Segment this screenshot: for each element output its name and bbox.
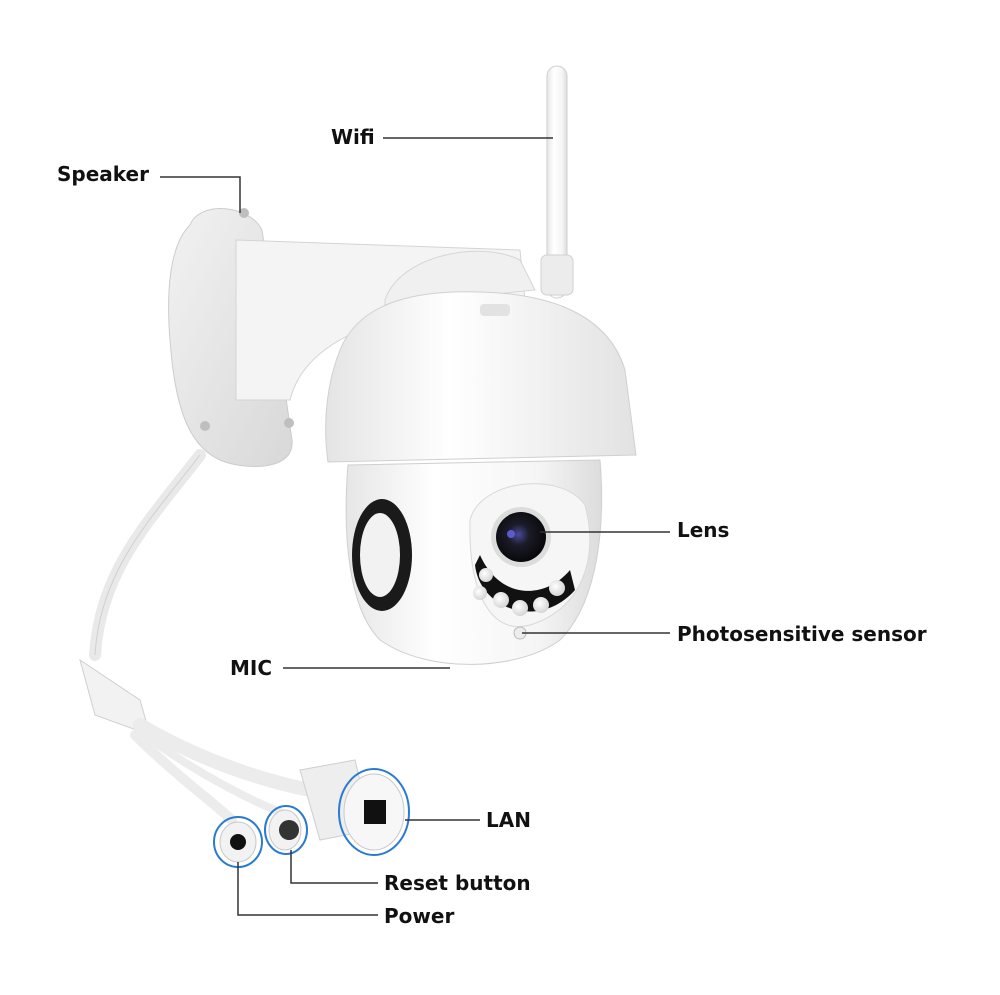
leader-lines [160, 137, 670, 916]
speaker-leader [160, 176, 241, 213]
cable [79, 449, 317, 825]
power-leader [237, 862, 378, 916]
lens-label: Lens [677, 518, 730, 542]
reset-leader [290, 850, 378, 884]
reset-button-label: Reset button [384, 871, 531, 895]
wifi-label: Wifi [331, 125, 375, 149]
lan-port [299, 759, 410, 856]
camera-dome [325, 250, 637, 463]
lan-label: LAN [486, 808, 531, 832]
photosensitive-sensor-label: Photosensitive sensor [677, 622, 927, 646]
power-port [213, 816, 263, 868]
reset-port [264, 805, 308, 855]
lens [491, 507, 551, 567]
speaker-label: Speaker [57, 162, 149, 186]
mic-label: MIC [230, 656, 273, 680]
power-label: Power [384, 904, 455, 928]
antenna [540, 65, 574, 299]
